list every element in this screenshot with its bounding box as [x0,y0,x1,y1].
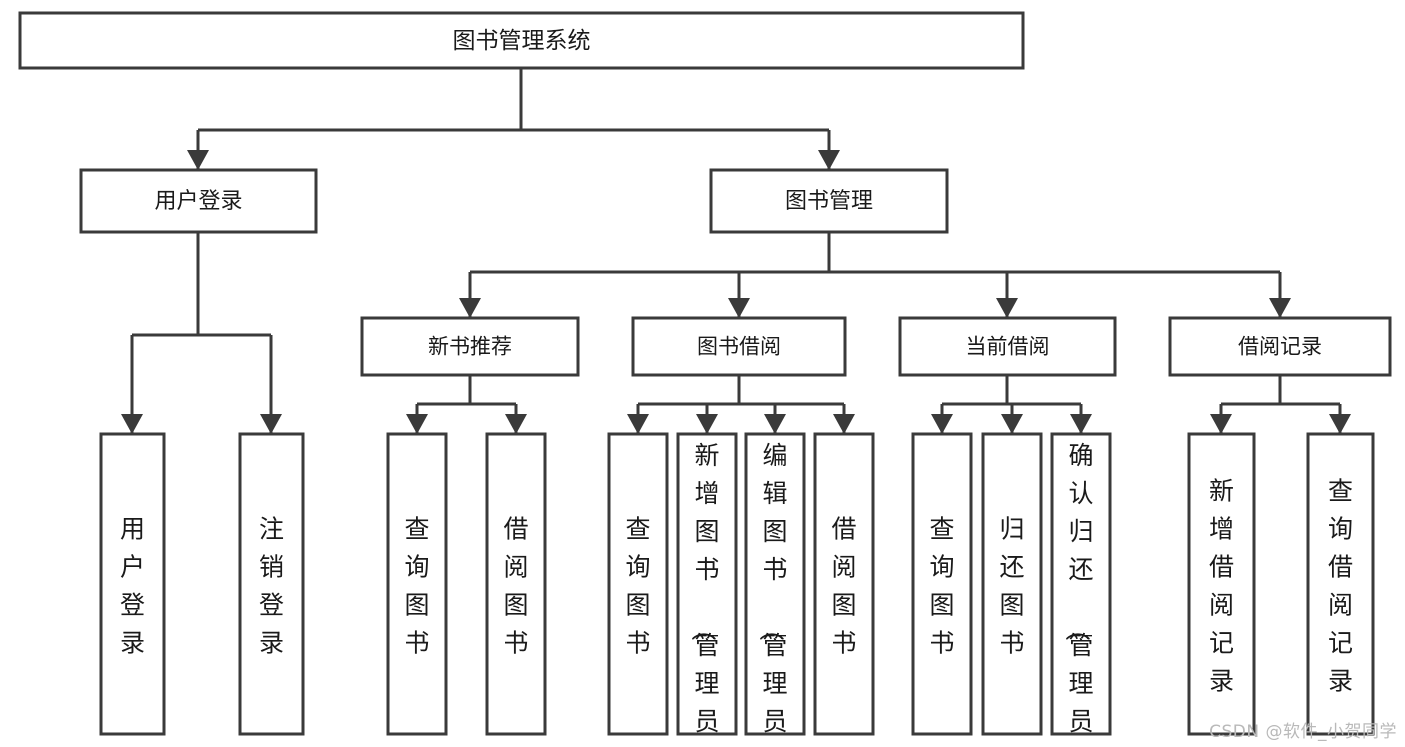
nodes-layer: 图书管理系统用户登录图书管理新书推荐图书借阅当前借阅借阅记录用户登录注销登录查询… [18,11,1392,747]
node-leaf-borrow-book-rec[interactable]: 借阅图书 [485,432,547,736]
node-borrow-record[interactable]: 借阅记录 [1168,316,1392,377]
node-leaf-edit-book-admin[interactable]: 编辑图书（管理员） [744,432,806,747]
node-leaf-query-book-current[interactable]: 查询图书 [911,432,973,736]
node-user-login[interactable]: 用户登录 [79,168,318,234]
node-label-book-borrow: 图书借阅 [697,335,781,359]
node-label-user-login: 用户登录 [154,189,242,214]
node-leaf-query-borrow-record[interactable]: 查询借阅记录 [1306,432,1375,736]
node-leaf-confirm-return-admin[interactable]: 确认归还（管理员） [1050,432,1112,747]
connector-conn-user-login-split [121,232,282,434]
node-leaf-return-book[interactable]: 归还图书 [981,432,1043,736]
node-label-root: 图书管理系统 [453,28,591,54]
arrow-head-conn-book-mgmt-split-1 [728,298,750,318]
arrow-head-conn-book-borrow-split-0 [627,414,649,434]
watermark-text: CSDN @软件_小贺同学 [1209,722,1397,742]
arrow-head-conn-borrow-record-split-1 [1329,414,1351,434]
node-label-leaf-add-borrow-record: 新增借阅记录 [1209,477,1234,696]
node-new-book-recommend[interactable]: 新书推荐 [360,316,580,377]
arrow-head-conn-book-borrow-split-1 [696,414,718,434]
node-current-borrow[interactable]: 当前借阅 [898,316,1117,377]
node-label-current-borrow: 当前借阅 [966,335,1050,359]
arrow-head-conn-user-login-split-1 [260,414,282,434]
node-leaf-user-login[interactable]: 用户登录 [99,432,166,736]
node-leaf-add-book-admin[interactable]: 新增图书（管理员） [676,432,738,747]
node-book-borrow[interactable]: 图书借阅 [631,316,847,377]
node-book-management[interactable]: 图书管理 [709,168,949,234]
node-label-leaf-add-book-admin: 新增图书（管理员） [688,441,719,747]
arrow-head-conn-book-borrow-split-2 [764,414,786,434]
node-label-leaf-borrow-book: 借阅图书 [831,515,856,658]
node-label-leaf-confirm-return-admin: 确认归还（管理员） [1062,441,1093,747]
node-label-leaf-query-book-current: 查询图书 [929,515,954,658]
node-leaf-add-borrow-record[interactable]: 新增借阅记录 [1187,432,1256,736]
connector-conn-borrow-record-split [1210,375,1351,434]
node-label-book-management: 图书管理 [785,189,873,214]
arrow-head-conn-borrow-record-split-0 [1210,414,1232,434]
node-root[interactable]: 图书管理系统 [18,11,1025,70]
node-label-leaf-query-book-rec: 查询图书 [404,515,429,658]
connector-conn-root-split [187,68,840,170]
arrow-head-conn-book-borrow-split-3 [833,414,855,434]
arrow-head-conn-book-mgmt-split-2 [996,298,1018,318]
node-label-leaf-return-book: 归还图书 [999,515,1024,658]
node-label-leaf-user-login: 用户登录 [120,515,145,658]
node-label-leaf-query-book-borrow: 查询图书 [625,515,650,658]
arrow-head-conn-book-mgmt-split-3 [1269,298,1291,318]
arrow-head-conn-user-login-split-0 [121,414,143,434]
arrow-head-conn-current-borrow-split-2 [1070,414,1092,434]
connector-conn-current-borrow-split [931,375,1092,434]
connector-conn-new-book-split [406,375,527,434]
arrow-head-conn-root-split-0 [187,150,209,170]
node-label-leaf-borrow-book-rec: 借阅图书 [503,515,528,658]
node-label-leaf-query-borrow-record: 查询借阅记录 [1328,477,1353,696]
arrow-head-conn-current-borrow-split-0 [931,414,953,434]
node-leaf-borrow-book[interactable]: 借阅图书 [813,432,875,736]
node-leaf-logout-login[interactable]: 注销登录 [238,432,305,736]
connector-conn-book-mgmt-split [459,232,1291,318]
arrow-head-conn-new-book-split-1 [505,414,527,434]
node-label-leaf-logout-login: 注销登录 [259,515,284,658]
node-leaf-query-book-borrow[interactable]: 查询图书 [607,432,669,736]
node-label-leaf-edit-book-admin: 编辑图书（管理员） [756,441,787,747]
node-label-new-book-recommend: 新书推荐 [428,335,512,359]
node-label-borrow-record: 借阅记录 [1238,335,1322,359]
arrow-head-conn-book-mgmt-split-0 [459,298,481,318]
arrow-head-conn-root-split-1 [818,150,840,170]
arrow-head-conn-new-book-split-0 [406,414,428,434]
connectors-layer [121,68,1351,434]
arrow-head-conn-current-borrow-split-1 [1001,414,1023,434]
node-leaf-query-book-rec[interactable]: 查询图书 [386,432,448,736]
connector-conn-book-borrow-split [627,375,855,434]
